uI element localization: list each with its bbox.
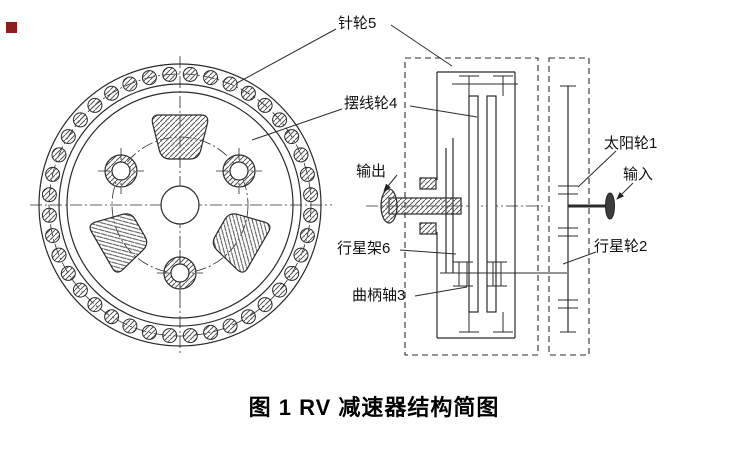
center-hub-circle: [160, 185, 200, 225]
pin-ring: [41, 66, 319, 344]
label-input: 输入: [623, 166, 653, 183]
rv-reducer-diagram: 针轮5 摆线轮4 输出 行星架6 曲柄轴3 太阳轮1 输入 行星轮2: [30, 15, 657, 356]
pin-tooth: [51, 247, 67, 263]
label-crank-shaft: 曲柄轴3: [352, 287, 405, 304]
pin-tooth: [284, 265, 300, 281]
label-planet-carrier: 行星架6: [337, 240, 390, 257]
window-cutout-lower-right: [205, 203, 273, 275]
pin-tooth: [303, 187, 319, 203]
pin-tooth: [257, 297, 273, 313]
leader-cycloid-right: [409, 105, 478, 118]
pin-pitch-circle: [48, 73, 312, 337]
output-arrow-icon: [383, 174, 398, 192]
pin-tooth: [104, 85, 120, 101]
sun-and-planet-gear-marks: [558, 85, 578, 333]
pin-tooth: [104, 309, 120, 325]
window-cutout-lower-left: [87, 203, 155, 275]
output-shaft-body: [388, 197, 462, 215]
output-bearing-lower: [419, 222, 437, 235]
pin-tooth: [272, 282, 288, 298]
pin-tooth: [87, 297, 103, 313]
gear-mesh-top: [452, 75, 518, 96]
input-shaft-disc: [605, 192, 615, 220]
leader-cycloid-left: [251, 108, 343, 141]
leader-crank-shaft: [414, 286, 468, 297]
label-cycloid-wheel: 摆线轮4: [344, 95, 397, 112]
leader-lines: [236, 24, 617, 297]
label-planet-wheel: 行星轮2: [594, 238, 647, 255]
pin-tooth: [45, 228, 61, 244]
pin-tooth: [222, 76, 238, 92]
pin-tooth: [72, 282, 88, 298]
cross-section-input: [548, 57, 615, 356]
pin-tooth: [182, 328, 198, 344]
pin-tooth: [87, 97, 103, 113]
pin-tooth: [299, 228, 315, 244]
pin-tooth: [141, 324, 157, 340]
pin-tooth: [203, 324, 219, 340]
cross-section-main: [366, 57, 567, 356]
pin-tooth: [284, 129, 300, 145]
pin-tooth: [72, 112, 88, 128]
pin-tooth: [240, 85, 256, 101]
leader-planet-wheel: [562, 251, 597, 265]
figure-caption: 图 1 RV 减速器结构简图: [248, 395, 500, 420]
pin-tooth: [240, 309, 256, 325]
inner-ring-circle: [58, 83, 302, 327]
leader-pin-wheel-left: [236, 28, 337, 84]
pin-tooth: [272, 112, 288, 128]
pin-tooth: [122, 76, 138, 92]
pin-tooth: [203, 70, 219, 86]
pin-tooth: [141, 70, 157, 86]
cycloid-disc-1: [468, 95, 479, 313]
output-shaft: [380, 177, 462, 235]
pin-tooth: [45, 166, 61, 182]
pin-tooth: [60, 265, 76, 281]
crank-shaft-bearings: [453, 261, 507, 287]
pin-tooth: [222, 318, 238, 334]
pin-tooth: [303, 207, 319, 223]
window-cutout-top: [151, 114, 209, 160]
bearing-hole-upper-left: [97, 147, 145, 195]
pin-tooth: [41, 207, 57, 223]
output-bearing-upper: [419, 177, 437, 190]
output-shaft-flange: [380, 188, 398, 224]
cycloid-tip-circle: [66, 91, 294, 319]
label-output: 输出: [356, 163, 386, 180]
label-pin-wheel: 针轮5: [338, 15, 376, 32]
red-square-marker: [6, 22, 17, 33]
pin-tooth: [182, 66, 198, 82]
pin-tooth: [162, 66, 178, 82]
outer-ring-circle: [38, 63, 322, 347]
input-section-boundary: [548, 57, 590, 356]
gear-mesh-bottom: [459, 312, 513, 333]
cycloid-disc-2: [486, 95, 497, 313]
front-view-gear: [30, 56, 332, 354]
bearing-hole-bottom: [156, 249, 204, 297]
leader-planet-carrier: [399, 249, 457, 255]
label-sun-wheel: 太阳轮1: [604, 135, 657, 152]
pin-tooth: [293, 147, 309, 163]
flow-arrows: [383, 174, 634, 200]
pin-tooth: [293, 247, 309, 263]
pin-tooth: [299, 166, 315, 182]
pin-tooth: [257, 97, 273, 113]
pin-tooth: [41, 187, 57, 203]
input-arrow-icon: [616, 182, 634, 200]
leader-pin-wheel-right: [390, 24, 453, 67]
pin-tooth: [60, 129, 76, 145]
leader-sun-wheel: [577, 150, 617, 188]
pin-tooth: [51, 147, 67, 163]
pin-tooth: [162, 328, 178, 344]
bearing-hole-upper-right: [215, 147, 263, 195]
pin-tooth: [122, 318, 138, 334]
part-labels: 针轮5 摆线轮4 输出 行星架6 曲柄轴3 太阳轮1 输入 行星轮2: [337, 15, 657, 304]
